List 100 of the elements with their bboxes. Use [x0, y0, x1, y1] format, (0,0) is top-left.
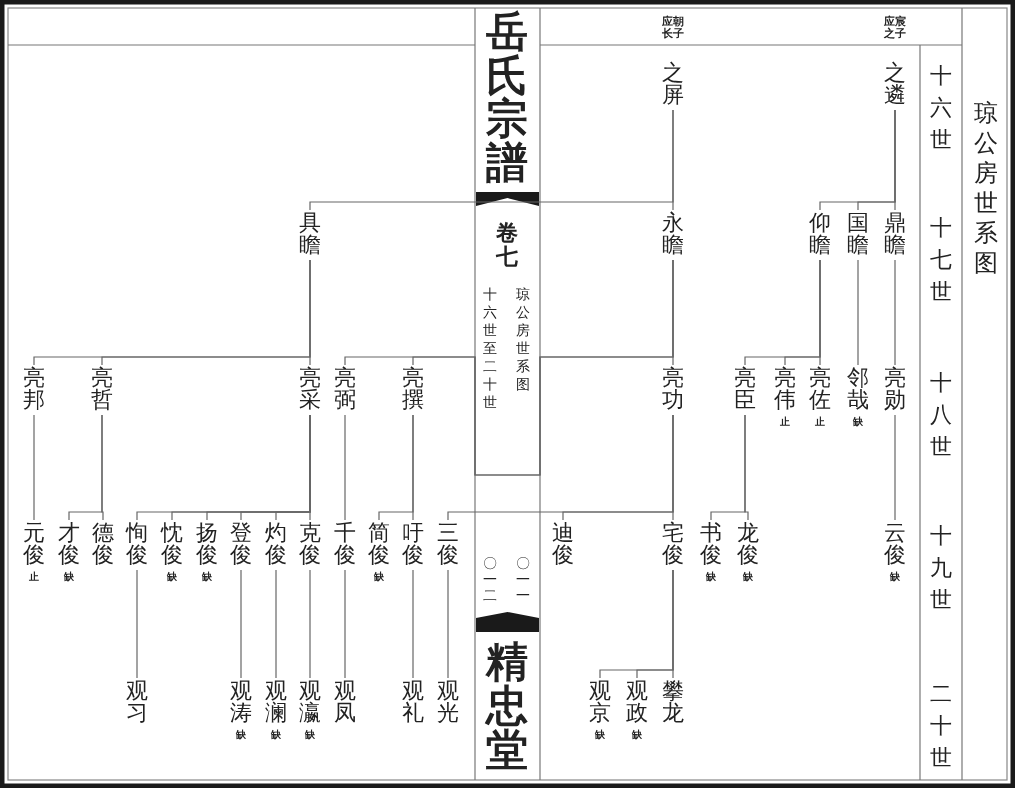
- status-note: 止: [814, 417, 826, 427]
- lineage-line: [447, 414, 674, 521]
- person-name: 观瀛: [299, 680, 321, 724]
- person-name: 观凤: [334, 680, 356, 724]
- status-note: 缺: [235, 730, 247, 740]
- lineage-line: [447, 569, 449, 679]
- person-name: 云俊: [884, 522, 906, 566]
- person-name: 观光: [437, 680, 459, 724]
- lineage-line: [275, 569, 277, 679]
- status-note: 止: [779, 417, 791, 427]
- lineage-line: [710, 414, 746, 521]
- lineage-line: [599, 569, 674, 679]
- spine-text: 十六世至二十世: [483, 285, 497, 411]
- generation-label: 十七世: [930, 214, 952, 306]
- person-name: 观澜: [265, 680, 287, 724]
- person-name: 千俊: [334, 522, 356, 566]
- person-name: 永瞻: [662, 212, 684, 256]
- person-name: 迪俊: [552, 522, 574, 566]
- lineage-note: 应宸之子: [884, 16, 906, 40]
- lineage-line: [136, 569, 138, 679]
- person-name: 恂俊: [126, 522, 148, 566]
- person-name: 书俊: [700, 522, 722, 566]
- title-text: 岳氏宗譜: [486, 10, 528, 185]
- person-name: 灼俊: [265, 522, 287, 566]
- lineage-line: [344, 569, 346, 679]
- status-note: 缺: [373, 572, 385, 582]
- person-name: 克俊: [299, 522, 321, 566]
- lineage-line: [412, 569, 414, 679]
- person-name: 亮哲: [91, 367, 113, 411]
- status-note: 缺: [63, 572, 75, 582]
- status-note: 缺: [631, 730, 643, 740]
- status-note: 缺: [166, 572, 178, 582]
- lineage-line: [33, 259, 311, 366]
- person-name: 仰瞻: [809, 212, 831, 256]
- person-name: 亮邦: [23, 367, 45, 411]
- status-note: 缺: [705, 572, 717, 582]
- generation-label: 十九世: [930, 522, 952, 614]
- lineage-line: [344, 414, 346, 521]
- person-name: 亮弼: [334, 367, 356, 411]
- person-name: 忱俊: [161, 522, 183, 566]
- person-name: 亮采: [299, 367, 321, 411]
- status-note: 止: [28, 572, 40, 582]
- person-name: 攀龙: [662, 680, 684, 724]
- lineage-line: [894, 414, 896, 521]
- generation-label: 十六世: [930, 62, 952, 154]
- person-name: 观习: [126, 680, 148, 724]
- spine-text: 琼公房世系图: [516, 285, 530, 393]
- person-name: 简俊: [368, 522, 390, 566]
- person-name: 才俊: [58, 522, 80, 566]
- generation-label: 十八世: [930, 369, 952, 461]
- person-name: 国瞻: [847, 212, 869, 256]
- person-name: 宅俊: [662, 522, 684, 566]
- person-name: 亮功: [662, 367, 684, 411]
- person-name: 观礼: [402, 680, 424, 724]
- person-name: 吁俊: [402, 522, 424, 566]
- person-name: 扬俊: [196, 522, 218, 566]
- lineage-line: [240, 569, 242, 679]
- person-name: 亮佐: [809, 367, 831, 411]
- section-title: 琼公房世系图: [974, 98, 998, 278]
- status-note: 缺: [270, 730, 282, 740]
- lineage-line: [309, 569, 311, 679]
- status-note: 缺: [742, 572, 754, 582]
- person-name: 邻哉: [847, 367, 869, 411]
- person-name: 亮伟: [774, 367, 796, 411]
- lineage-line: [857, 259, 859, 366]
- status-note: 缺: [201, 572, 213, 582]
- person-name: 观涛: [230, 680, 252, 724]
- lineage-line: [378, 414, 414, 521]
- person-name: 鼎瞻: [884, 212, 906, 256]
- status-note: 缺: [889, 572, 901, 582]
- person-name: 观政: [626, 680, 648, 724]
- page-number: 〇一二: [483, 555, 497, 603]
- volume-label: 卷七: [496, 220, 518, 268]
- lineage-line: [68, 414, 103, 521]
- generation-label: 二十世: [930, 680, 952, 772]
- lineage-line: [309, 109, 674, 211]
- lineage-line: [819, 109, 896, 211]
- lineage-line: [33, 414, 35, 521]
- status-note: 缺: [594, 730, 606, 740]
- person-name: 德俊: [92, 522, 114, 566]
- hall-name: 精忠堂: [486, 640, 528, 772]
- person-name: 之遴: [884, 62, 906, 106]
- lineage-line: [344, 259, 674, 476]
- status-note: 缺: [304, 730, 316, 740]
- lineage-line: [744, 259, 821, 366]
- person-name: 登俊: [230, 522, 252, 566]
- person-name: 亮撰: [402, 367, 424, 411]
- person-name: 亮臣: [734, 367, 756, 411]
- lineage-note: 应朝长子: [662, 16, 684, 40]
- person-name: 具瞻: [299, 212, 321, 256]
- lineage-line: [136, 414, 311, 521]
- person-name: 元俊: [23, 522, 45, 566]
- person-name: 之屏: [662, 62, 684, 106]
- person-name: 三俊: [437, 522, 459, 566]
- person-name: 观京: [589, 680, 611, 724]
- person-name: 龙俊: [737, 522, 759, 566]
- lineage-line: [894, 259, 896, 366]
- person-name: 亮勋: [884, 367, 906, 411]
- status-note: 缺: [852, 417, 864, 427]
- page-number: 〇一一: [516, 555, 530, 603]
